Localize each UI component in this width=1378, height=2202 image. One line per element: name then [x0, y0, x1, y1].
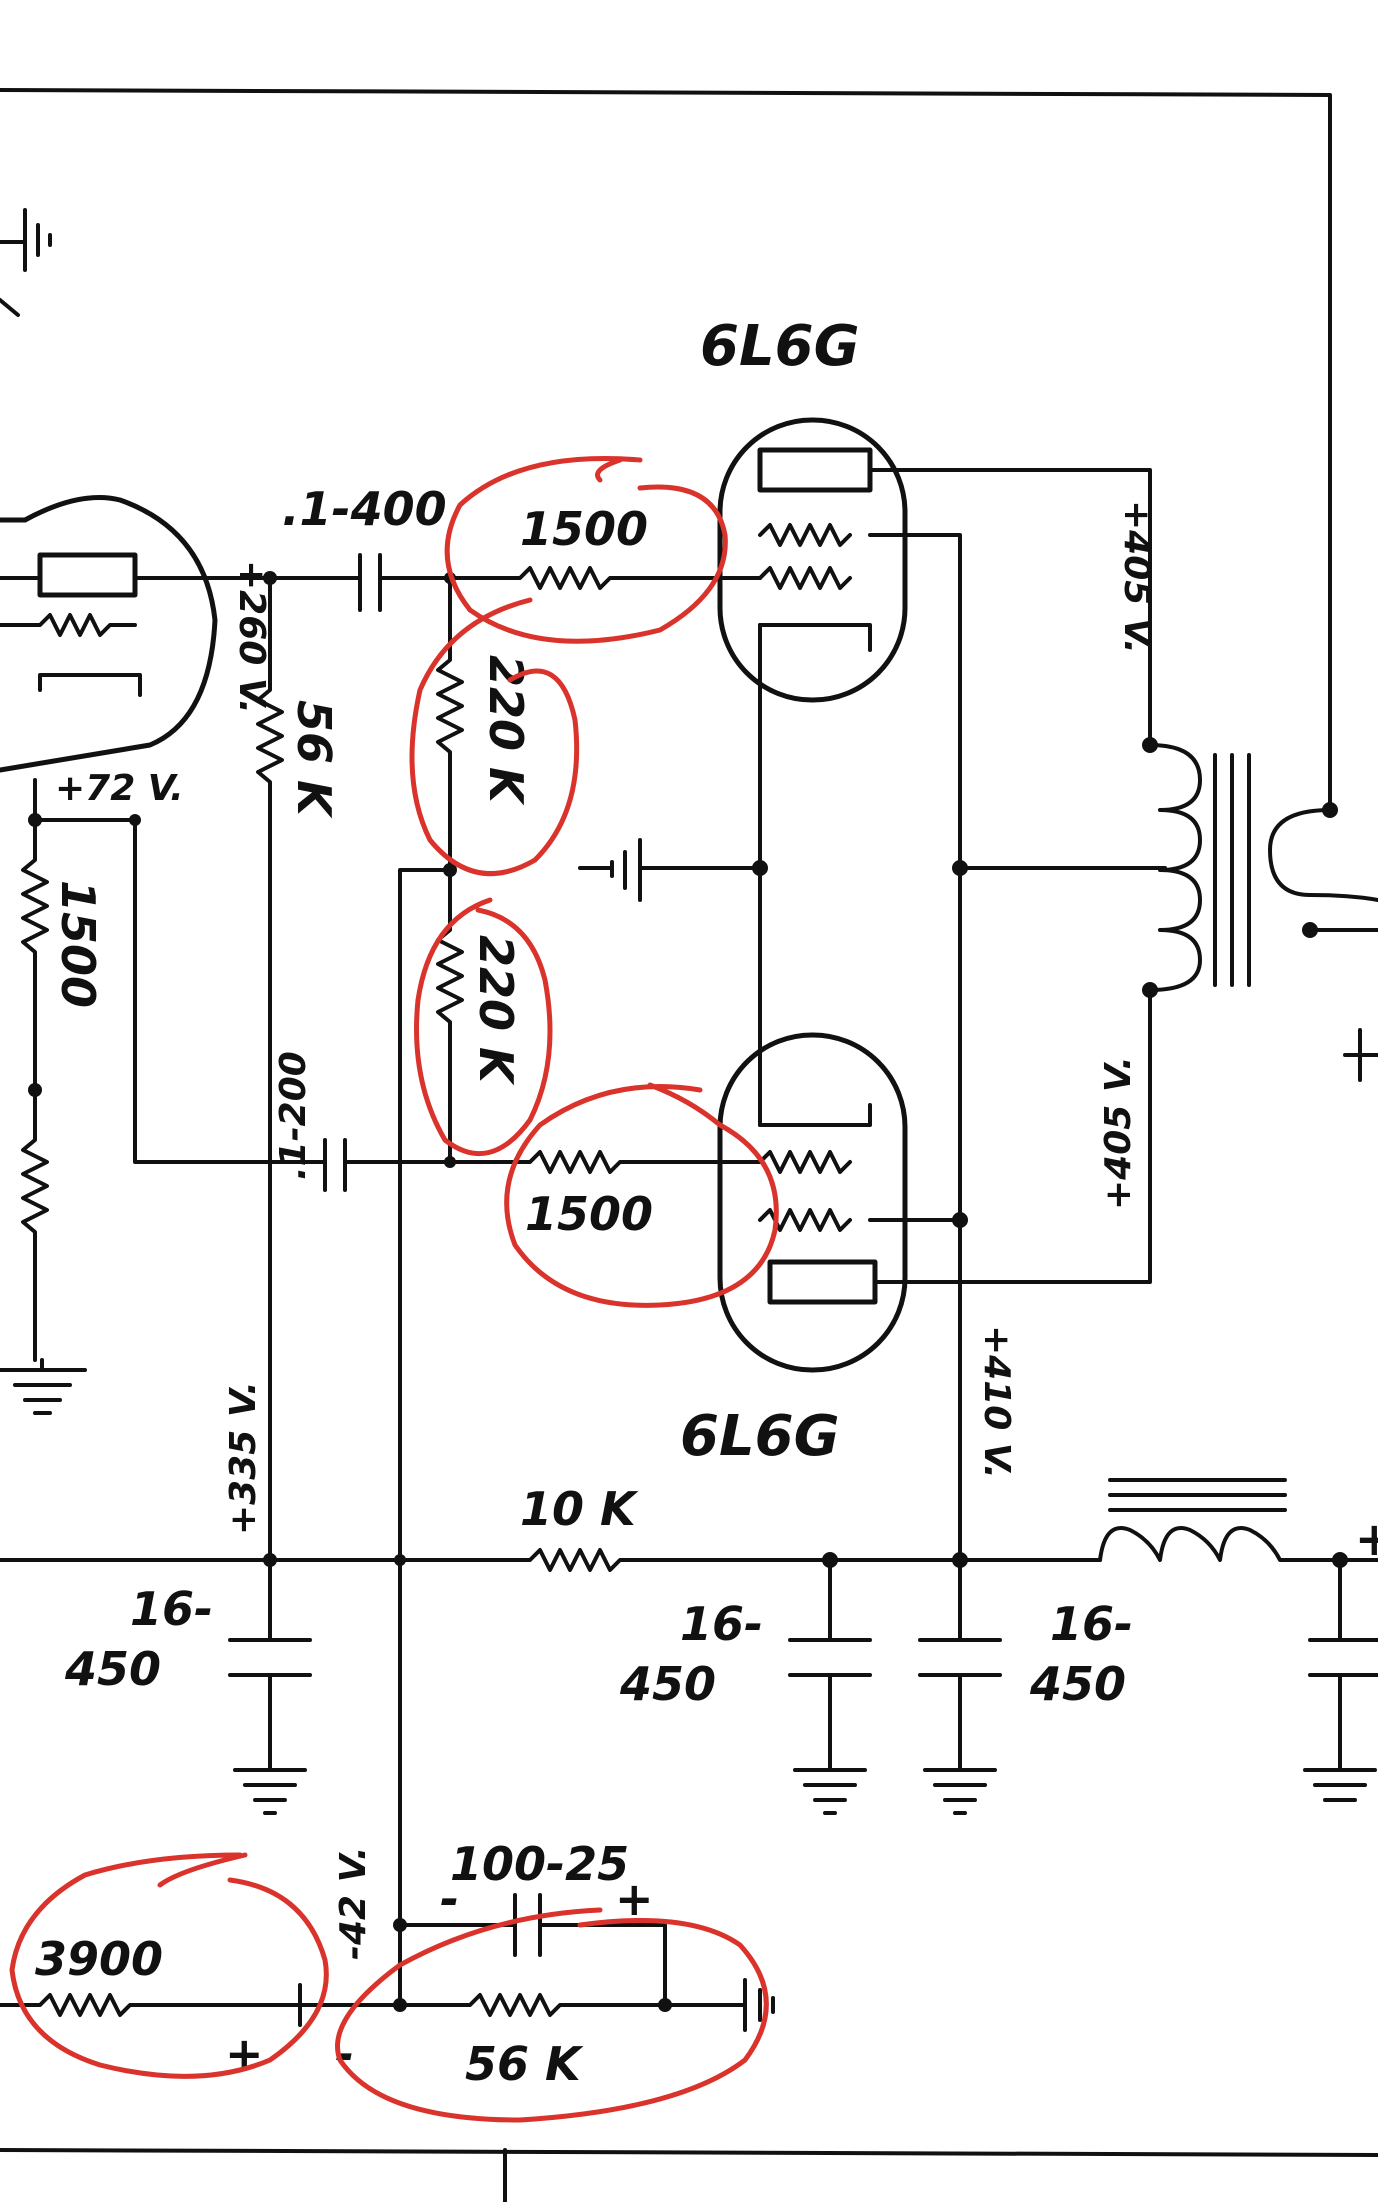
label-filter-plus: + — [1355, 1512, 1378, 1566]
circle-bias-res-left — [9, 1852, 329, 2079]
label-b-plus-voltage: +410 V. — [976, 1325, 1017, 1479]
coupling-capacitor-upper — [268, 553, 452, 612]
circle-grid-leak-lower — [414, 897, 553, 1157]
circle-bias-res-right — [335, 1907, 769, 2123]
label-bias-res-right: 56 K — [465, 2037, 584, 2091]
label-cathode-voltage: +72 V. — [55, 768, 184, 809]
label-plate-voltage-driver: +260 V. — [231, 560, 272, 714]
label-dropping-res: 10 K — [520, 1482, 639, 1536]
filter-capacitor-4 — [1303, 1558, 1378, 1802]
label-bias-cap-minus: - — [440, 1872, 459, 1926]
label-filter-cap-1-a: 16- — [130, 1582, 213, 1636]
tube-label-upper: 6L6G — [700, 314, 860, 379]
label-filter-cap-3-b: 450 — [1029, 1657, 1126, 1711]
label-bias-cap-plus: + — [615, 1872, 654, 1926]
bias-resistor-left — [0, 1983, 402, 2027]
output-tube-lower — [717, 1032, 908, 1373]
bias-ground-symbol — [743, 1978, 775, 2032]
label-grid-stopper-lower: 1500 — [525, 1187, 653, 1241]
driver-plate-wiring — [33, 571, 312, 1164]
circle-grid-stopper-upper — [444, 455, 728, 644]
bias-resistor-right — [398, 1993, 747, 2017]
tube-label-lower: 6L6G — [680, 1404, 840, 1469]
red-annotations — [9, 455, 779, 2123]
circle-grid-stopper-lower — [504, 1082, 779, 1308]
filter-choke — [1098, 1478, 1378, 1568]
driver-tube — [0, 495, 218, 773]
label-plate-voltage-upper: +405 V. — [1116, 500, 1157, 654]
grid-stopper-lower — [444, 1150, 762, 1174]
label-filter-cap-2-b: 450 — [619, 1657, 716, 1711]
circle-grid-leak-upper — [409, 597, 580, 877]
label-cathode-res-driver: 1500 — [51, 880, 105, 1008]
label-filter-cap-2-a: 16- — [680, 1597, 763, 1651]
label-bias-cap: 100-25 — [450, 1837, 629, 1891]
label-bias-voltage: -42 V. — [333, 1846, 374, 1960]
labels: 6L6G 6L6G .1-400 1500 1500 10 K 100-25 3… — [35, 314, 1378, 2091]
label-grid-stopper-upper: 1500 — [520, 502, 648, 556]
label-plate-voltage-lower: +405 V. — [1098, 1056, 1139, 1210]
grid-leak-upper — [436, 576, 464, 877]
bias-capacitor — [398, 1893, 667, 2007]
label-plate-load: 56 K — [287, 700, 341, 819]
supply-rail — [0, 1548, 1102, 1572]
grid-leak-lower — [436, 868, 464, 1164]
output-tube-upper — [717, 417, 908, 703]
label-coupling-cap-lower: .1-200 — [273, 1051, 314, 1180]
filter-capacitor-2 — [788, 1558, 872, 1815]
screen-supply-bus — [868, 533, 1167, 1568]
label-bias-res-left: 3900 — [35, 1932, 163, 1986]
filter-capacitor-3 — [918, 1558, 1002, 1815]
label-filter-cap-1-b: 450 — [64, 1642, 161, 1696]
coupling-capacitor-lower — [308, 1138, 452, 1192]
label-screen-voltage: +335 V. — [223, 1381, 264, 1535]
label-grid-leak-upper: 220 K — [479, 655, 533, 806]
driver-ground-bottom — [0, 1358, 87, 1415]
bias-feed-line — [393, 868, 452, 2012]
plate-wiring — [868, 468, 1152, 1284]
driver-ground-symbol — [0, 208, 52, 317]
filter-capacitor-1 — [228, 1558, 312, 1815]
feedback-loop-wiring — [0, 88, 1378, 2202]
label-coupling-cap-upper: .1-400 — [282, 482, 447, 536]
output-transformer — [1142, 737, 1378, 1082]
label-filter-cap-3-a: 16- — [1050, 1597, 1133, 1651]
cathode-resistor-driver — [21, 778, 49, 1362]
cathode-ground-bus — [578, 623, 768, 1127]
label-grid-leak-lower: 220 K — [469, 935, 523, 1086]
